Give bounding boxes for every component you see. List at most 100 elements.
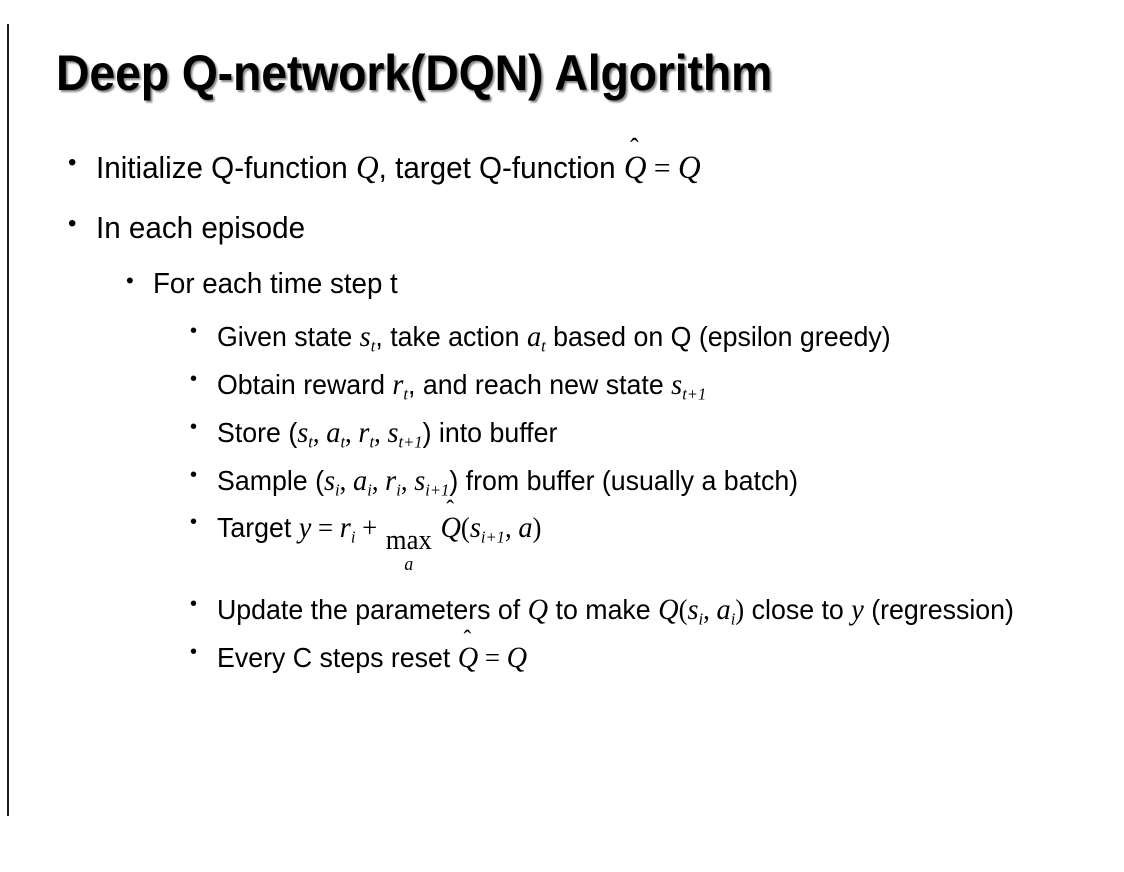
math-comma-3: , (400, 465, 415, 497)
text-given-state-post: based on Q (epsilon greedy) (545, 321, 891, 353)
slide-body: • Initialize Q-function Q, target Q-func… (0, 134, 1124, 688)
text-obtain-reward-pre: Obtain reward (217, 368, 393, 400)
math-sample-r-subscript: i (396, 480, 401, 500)
math-comma-3: , (374, 417, 388, 449)
math-q-hat-base: Q (457, 641, 479, 674)
math-sample-s-next: s (414, 464, 426, 497)
math-plus: + (362, 513, 378, 545)
math-paren-open: ( (460, 513, 470, 545)
bullet-update-parameters-text: Update the parameters of Q to make Q(si,… (217, 592, 1083, 629)
hat-accent-icon: ˆ (463, 625, 472, 653)
bullet-dot-icon: • (190, 511, 198, 534)
bullet-sample-batch: • Sample (si, ai, ri, si+1) from buffer … (0, 463, 1124, 500)
page-title: Deep Q-network(DQN) Algorithm (56, 45, 773, 101)
bullet-dot-icon: • (190, 415, 198, 438)
math-reward-r: r (392, 368, 404, 401)
math-store-a: a (326, 416, 341, 449)
text-update-pre: Update the parameters of (217, 593, 528, 625)
math-q-online: Q (506, 641, 528, 674)
text-update-tail: (regression) (863, 593, 1014, 625)
math-comma: , (703, 594, 717, 626)
bullet-dot-icon: • (190, 463, 198, 486)
text-given-state-mid: , take action (375, 321, 527, 353)
bullet-dot-icon: • (68, 209, 77, 237)
bullet-dot-icon: • (190, 320, 198, 343)
math-next-state-s: s (671, 368, 683, 401)
bullet-in-each-episode: • In each episode (0, 209, 1124, 247)
math-comma-2: , (371, 465, 386, 497)
bullet-obtain-reward: • Obtain reward rt, and reach new state … (0, 367, 1124, 404)
bullet-update-parameters: • Update the parameters of Q to make Q(s… (0, 592, 1124, 629)
math-update-y: y (851, 593, 864, 626)
bullet-given-state: • Given state st, take action at based o… (0, 319, 1124, 356)
slide-left-edge-rule (7, 24, 9, 816)
math-state-s-subscript: t (370, 336, 376, 356)
bullet-for-each-time-step-text: For each time step t (153, 268, 398, 301)
math-paren-close: ) (532, 513, 542, 545)
bullet-dot-icon: • (190, 640, 198, 663)
bullet-store-transition-text: Store (st, at, rt, st+1) into buffer (217, 415, 1083, 452)
math-q-target: Q (677, 150, 701, 186)
bullet-initialize-q-function: • Initialize Q-function Q, target Q-func… (0, 134, 1124, 189)
math-target-y: y (298, 512, 312, 545)
text-obtain-reward-mid: , and reach new state (408, 368, 672, 400)
math-comma-2: , (345, 417, 359, 449)
text-update-mid: to make (548, 593, 659, 625)
bullet-store-transition: • Store (st, at, rt, st+1) into buffer (0, 415, 1124, 452)
math-equals: = (484, 642, 500, 674)
math-update-q-call: Q (658, 593, 679, 626)
text-sample-post: ) from buffer (usually a batch) (449, 464, 799, 496)
text-sample-pre: Sample ( (217, 464, 325, 496)
math-equals: = (318, 513, 334, 545)
math-store-s-next: s (387, 416, 399, 449)
math-sample-s-subscript: i (335, 480, 340, 500)
math-target-a: a (518, 512, 533, 545)
math-q-hat-base: Q (623, 150, 647, 186)
math-sample-s-next-subscript: i+1 (425, 480, 450, 500)
math-comma-1: , (312, 417, 327, 449)
math-q-hat-base: Q (440, 512, 461, 545)
math-store-s-next-subscript: t+1 (398, 432, 423, 452)
bullet-dot-icon: • (190, 592, 198, 615)
math-update-s-subscript: i (698, 609, 704, 629)
math-sample-r: r (385, 464, 397, 497)
math-action-a: a (526, 321, 542, 354)
bullet-sample-batch-text: Sample (si, ai, ri, si+1) from buffer (u… (217, 463, 1083, 500)
text-update-post: close to (744, 593, 852, 625)
math-max-label: max (385, 525, 432, 557)
bullet-given-state-text: Given state st, take action at based on … (217, 319, 1083, 356)
bullet-in-each-episode-text: In each episode (96, 209, 306, 245)
math-update-a: a (716, 593, 731, 626)
bullet-dot-icon: • (68, 149, 77, 176)
math-comma-1: , (339, 465, 354, 497)
text-target-pre: Target (217, 512, 299, 544)
math-max-limit: a (404, 554, 414, 575)
math-store-r: r (358, 416, 370, 449)
math-sample-a-subscript: i (367, 480, 372, 500)
math-state-s: s (359, 321, 371, 354)
text-store-pre: Store ( (217, 416, 298, 448)
text-given-state-pre: Given state (217, 321, 360, 353)
math-equals: = (653, 150, 671, 185)
math-paren-close: ) (735, 594, 745, 626)
math-store-s: s (297, 416, 309, 449)
math-paren-open: ( (678, 594, 688, 626)
text-initialize-pre: Initialize Q-function (96, 150, 356, 185)
math-action-a-subscript: t (541, 336, 546, 356)
math-next-state-s-subscript: t+1 (682, 384, 707, 404)
math-comma: , (504, 513, 519, 545)
math-q-function: Q (355, 150, 379, 186)
hat-accent-icon: ˆ (446, 496, 454, 524)
math-reward-r-subscript: t (403, 384, 409, 404)
hat-accent-icon: ˆ (630, 132, 639, 163)
math-sample-s: s (324, 464, 336, 497)
math-target-r-subscript: i (350, 527, 356, 547)
math-target-s-subscript: i+1 (480, 527, 505, 547)
math-store-a-subscript: t (340, 432, 346, 452)
